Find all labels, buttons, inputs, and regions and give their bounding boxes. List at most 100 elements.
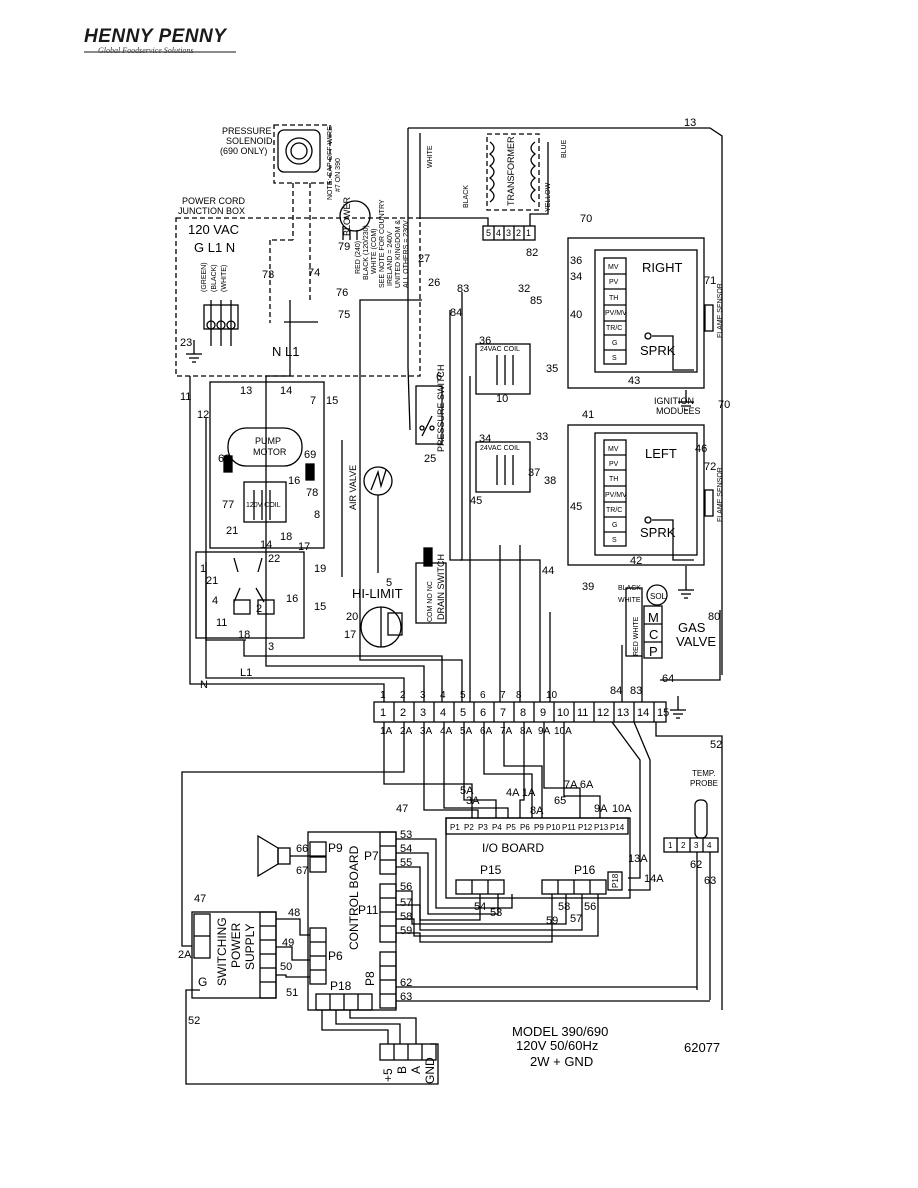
wire-35: 35 [546,363,558,375]
power-cord-title-2: JUNCTION BOX [178,206,245,216]
ts-3: 3 [420,707,426,719]
tsb-8a: 8A [520,726,533,737]
tsb-10a: 10A [554,726,572,737]
gas-valve-black: BLACK [618,585,641,592]
hi-limit-label: HI-LIMIT [352,586,403,601]
wire-21-top: 21 [226,525,238,537]
wire-19: 19 [314,563,326,575]
wire-33: 33 [536,431,548,443]
wire-77: 77 [222,499,234,511]
ts-8: 8 [520,707,526,719]
wire-17-top: 17 [298,541,310,553]
wire-25: 25 [424,453,436,465]
wire-57-left: 57 [400,897,412,909]
wire-71: 71 [704,275,716,287]
brand-name: HENNY PENNY [84,26,227,47]
relay-pin-6: 6 [480,690,486,701]
io-p3: P3 [478,823,488,832]
wire-54-io: 54 [474,901,486,913]
cb-p6: P6 [328,949,343,963]
blower-label: BLOWER [342,196,352,236]
gas-valve-white: WHITE [618,597,641,604]
wire-8: 8 [314,509,320,521]
temp-probe [694,799,708,839]
n-l1-label: N L1 [272,344,299,359]
voltage-label: 120 VAC [188,222,239,237]
wire-47-left: 47 [194,893,206,905]
wire-59-io: 59 [546,915,558,927]
wire-76: 76 [336,287,348,299]
wire-59-left: 59 [400,925,412,937]
gas-valve-m: M [648,610,659,625]
p18-a: A [409,1066,423,1074]
left-24vac-coil [475,441,531,493]
r-pv: PV [609,279,619,286]
country-note-2: IRELAND = 240V [387,231,394,286]
wire-10a: 10A [612,803,632,815]
io-p6: P6 [520,823,530,832]
gas-valve-sol: SOL [650,592,667,601]
wire-83: 83 [457,283,469,295]
wire-36-top: 36 [570,255,582,267]
wire-79: 79 [338,241,350,253]
cap-note-1: NOTE: CAP OFF WIRE [327,126,334,200]
cb-p9: P9 [328,841,343,855]
l-mv: MV [608,446,619,453]
tp-4: 4 [496,228,501,238]
drain-contacts-label: COM NO NC [427,581,434,622]
wire-43: 43 [628,375,640,387]
blower-motor [339,200,371,232]
r-pvmv: PV/MV [605,310,627,317]
wire-84-top: 84 [450,307,462,319]
transformer-body [486,133,540,211]
power-cord-title-1: POWER CORD [182,196,246,206]
wire-32: 32 [518,283,530,295]
gas-valve-c: C [649,627,658,642]
wire-14a: 14A [644,873,664,885]
wire-7: 7 [310,395,316,407]
relay-pin-9: 10 [546,690,558,701]
io-p5: P5 [506,823,516,832]
wire-55: 55 [400,857,412,869]
p18-plus5: +5 [381,1068,395,1082]
wire-4-relay: 4 [212,595,218,607]
wire-57-io: 57 [570,913,582,925]
pressure-switch-body [415,385,443,445]
wire-56-left: 56 [400,881,412,893]
r-g: G [612,340,617,347]
wire-62-cb: 62 [400,977,412,989]
io-p18-label: P18 [611,873,620,888]
io-p15-label: P15 [480,863,502,877]
speaker [277,847,291,865]
wire-68: 68 [218,453,230,465]
junction-box [175,217,421,377]
relay-pin-7: 7 [500,690,506,701]
brand-tagline: Global Foodservice Solutions [98,46,194,55]
wire-56-io: 56 [584,901,596,913]
wire-42: 42 [630,555,642,567]
ts-11: 11 [577,707,588,719]
gas-valve-body [643,605,663,659]
tsb-3a: 3A [420,726,433,737]
pump-motor-label-1: PUMP [255,436,281,446]
wire-27: 27 [418,253,430,265]
right-sprk-label: SPRK [640,343,676,358]
io-p4: P4 [492,823,502,832]
p18-gnd: GND [423,1057,437,1084]
power-pins-label: G L1 N [194,240,235,255]
black-wire-label: (BLACK) [211,264,218,292]
wire-8a: 8A [530,805,544,817]
wire-7a-6a: 7A 6A [564,779,594,791]
solenoid-label-3: (690 ONLY) [220,146,267,156]
relay-block [195,551,305,639]
wire-21-relay: 21 [206,575,218,587]
wire-70-right: 70 [718,399,730,411]
io-p13: P13 [594,823,609,832]
ignition-modules-2: MODULES [656,406,701,416]
l-th: TH [609,476,618,483]
wire-3a: 3A [466,795,480,807]
wire-1-relay: 1 [200,563,206,575]
country-note-3: UNITED KINGDOM & [395,220,402,288]
